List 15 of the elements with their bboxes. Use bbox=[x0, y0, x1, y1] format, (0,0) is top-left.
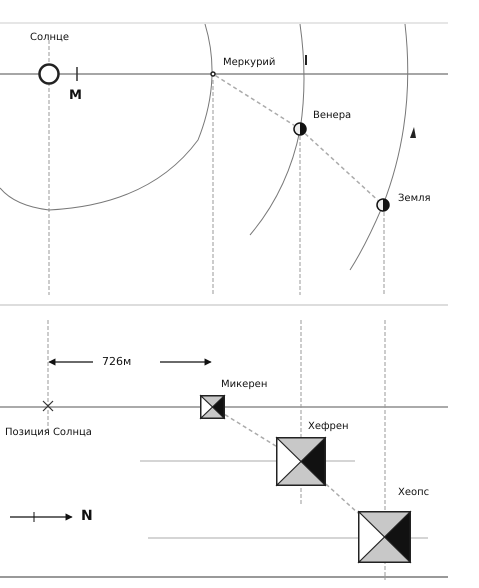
name-label: Солнце bbox=[30, 32, 69, 43]
name-label: Хефрен bbox=[308, 421, 349, 432]
dashed-connector bbox=[215, 74, 294, 126]
name-label: Меркурий bbox=[223, 57, 276, 68]
north-label: N bbox=[81, 508, 93, 524]
dashed-connector bbox=[224, 414, 276, 447]
name-label: Позиция Солнца bbox=[5, 427, 92, 438]
name-label: Земля bbox=[398, 193, 431, 204]
name-label: Венера bbox=[313, 110, 352, 121]
name-label: Хеопс bbox=[398, 487, 430, 498]
name-label: Микерен bbox=[221, 379, 268, 390]
dashed-connector bbox=[326, 484, 358, 514]
point-label: М bbox=[69, 88, 82, 103]
dimension-label: 726м bbox=[102, 355, 132, 368]
dashed-connector bbox=[304, 133, 378, 201]
